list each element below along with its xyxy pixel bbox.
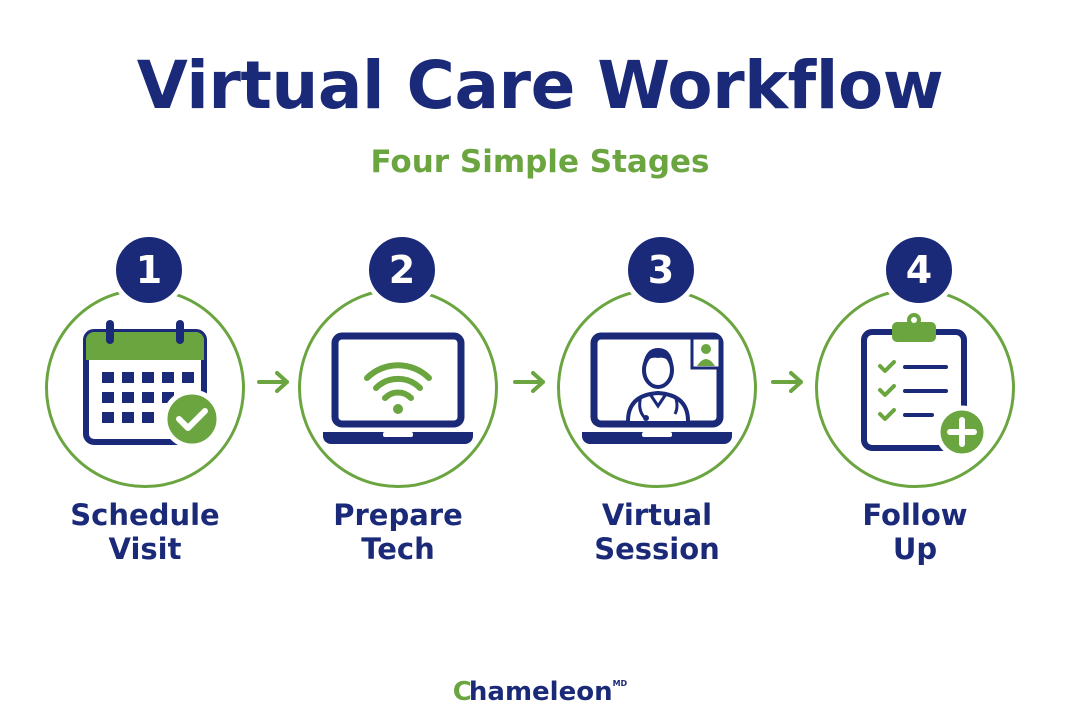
logo-wordmark: hameleon xyxy=(468,677,613,707)
step-label: Follow Up xyxy=(862,498,968,566)
arrow-right-icon xyxy=(513,371,545,393)
logo-mark: C xyxy=(452,677,472,707)
step-virtual-session: 3 Virtual Session xyxy=(552,232,762,592)
step-number-badge: 3 xyxy=(623,232,699,308)
page-subtitle: Four Simple Stages xyxy=(370,144,710,180)
clipboard-plus-icon xyxy=(861,313,989,459)
logo-superscript: MD xyxy=(612,679,628,688)
step-follow-up: 4 Follow Up xyxy=(810,232,1020,592)
step-prepare-tech: 2 Prepare Tech xyxy=(293,232,503,592)
step-number-badge: 4 xyxy=(881,232,957,308)
step-label: Schedule Visit xyxy=(70,498,220,566)
step-number-badge: 2 xyxy=(364,232,440,308)
brand-logo: ChameleonMD xyxy=(0,666,1080,710)
page-title: Virtual Care Workflow xyxy=(136,47,944,124)
step-label: Prepare Tech xyxy=(333,498,463,566)
arrow-right-icon xyxy=(257,371,289,393)
calendar-check-icon xyxy=(83,320,222,449)
step-schedule-visit: 1 Schedule Visit xyxy=(40,232,250,592)
arrow-right-icon xyxy=(771,371,803,393)
step-number-badge: 1 xyxy=(111,232,187,308)
laptop-wifi-icon xyxy=(323,332,473,444)
step-label: Virtual Session xyxy=(594,498,720,566)
video-call-doctor-icon xyxy=(582,332,732,444)
